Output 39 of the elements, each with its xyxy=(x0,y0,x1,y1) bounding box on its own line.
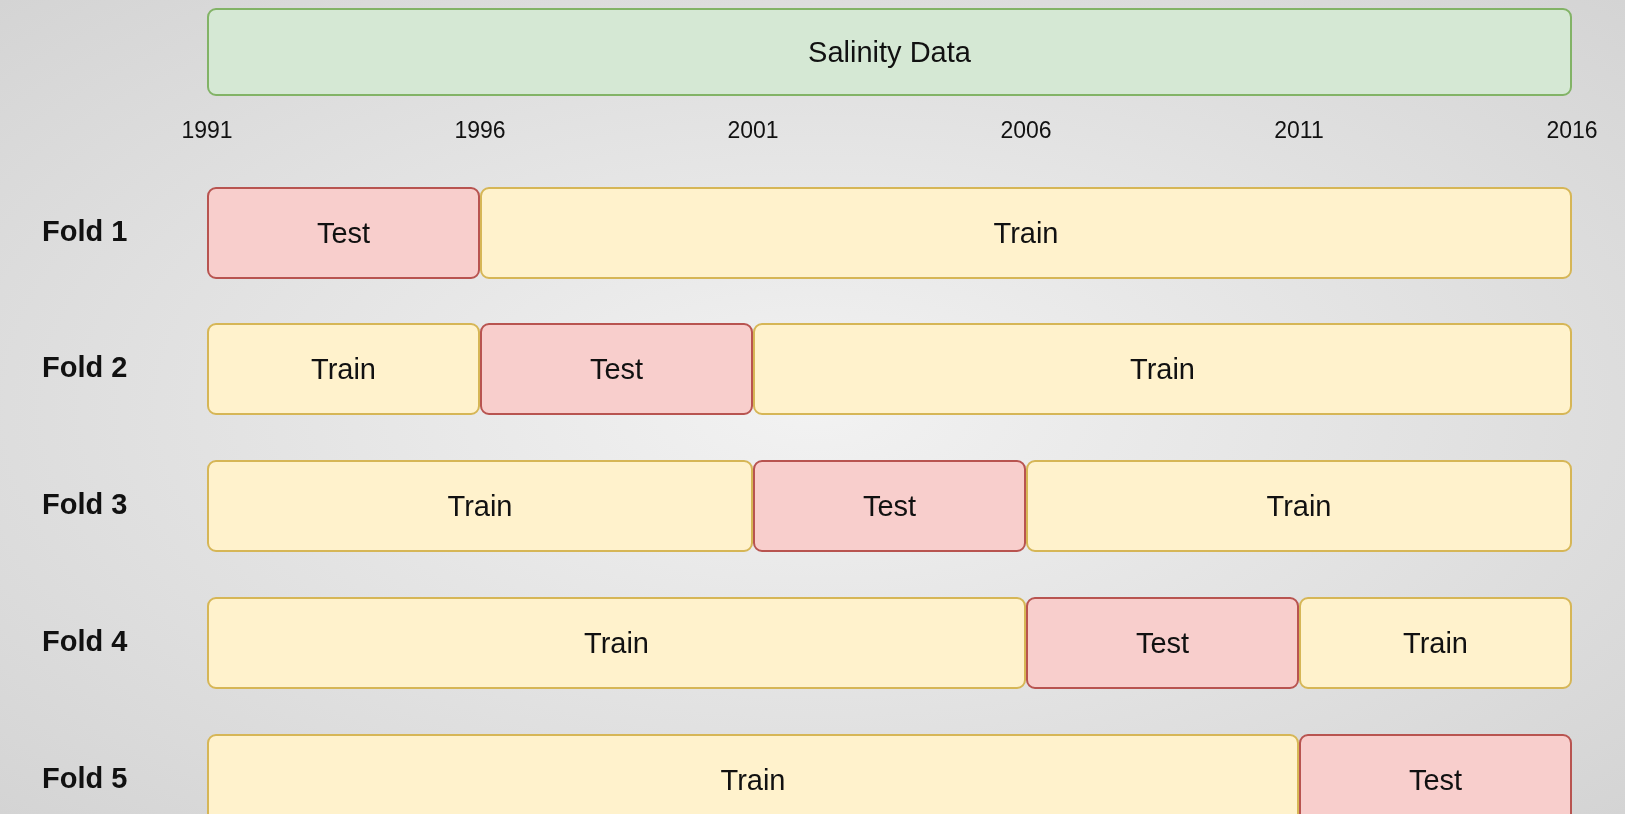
fold-label: Fold 1 xyxy=(42,215,128,248)
year-tick-label: 1991 xyxy=(181,117,233,144)
bar-label: Salinity Data xyxy=(808,35,971,69)
segment-label: Train xyxy=(1266,489,1332,523)
train-segment xyxy=(207,460,753,552)
test-segment xyxy=(207,187,480,279)
test-segment xyxy=(753,460,1026,552)
segment-label: Test xyxy=(1135,626,1190,660)
test-segment xyxy=(480,323,753,415)
train-segment xyxy=(207,323,480,415)
segment-label: Train xyxy=(447,489,513,523)
test-segment xyxy=(1026,597,1299,689)
segment-label: Train xyxy=(1403,626,1468,660)
year-tick-label: 2011 xyxy=(1274,117,1324,144)
year-tick-label: 1996 xyxy=(454,117,506,144)
year-tick-label: 2001 xyxy=(727,117,779,144)
fold-label: Fold 3 xyxy=(42,488,128,521)
segment-label: Test xyxy=(589,352,644,386)
train-segment xyxy=(1299,597,1572,689)
segment-label: Train xyxy=(311,352,376,386)
segment-label: Train xyxy=(1130,352,1195,386)
train-segment xyxy=(207,734,1299,814)
train-segment xyxy=(207,597,1026,689)
train-segment xyxy=(1026,460,1572,552)
segment-label: Test xyxy=(316,216,371,250)
train-segment xyxy=(753,323,1572,415)
fold-label: Fold 5 xyxy=(42,762,128,795)
dataset-bar xyxy=(207,8,1572,96)
fold-label: Fold 4 xyxy=(42,625,128,658)
segment-label: Train xyxy=(584,626,649,660)
fold-label: Fold 2 xyxy=(42,351,128,384)
segment-label: Train xyxy=(720,763,786,797)
segment-label: Train xyxy=(993,216,1059,250)
train-segment xyxy=(480,187,1572,279)
test-segment xyxy=(1299,734,1572,814)
year-tick-label: 2016 xyxy=(1546,117,1598,144)
segment-label: Test xyxy=(862,489,917,523)
segment-label: Test xyxy=(1408,763,1463,797)
year-tick-label: 2006 xyxy=(1000,117,1052,144)
